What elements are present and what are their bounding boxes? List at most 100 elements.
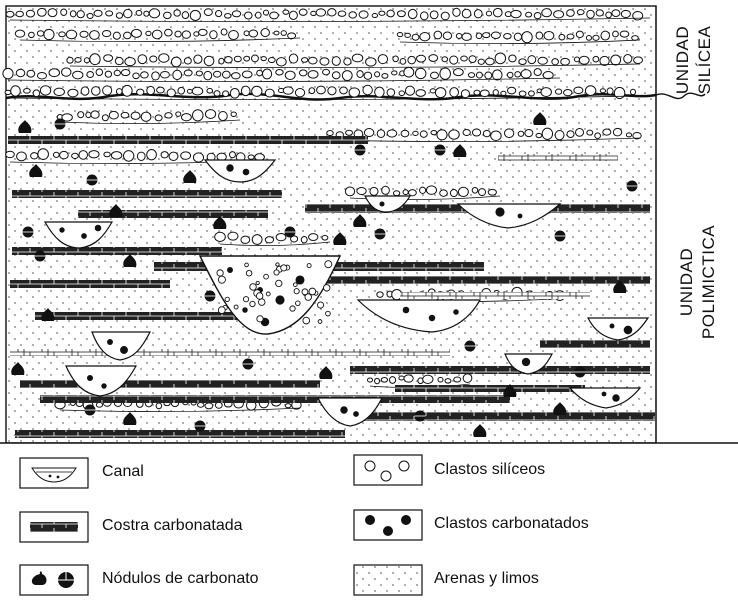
siliceous-clast	[105, 10, 114, 17]
siliceous-clast	[308, 287, 317, 296]
siliceous-clast	[460, 89, 470, 99]
siliceous-clast	[224, 56, 233, 64]
siliceous-clast	[130, 111, 141, 120]
channel	[356, 299, 482, 333]
unit-boundary-tail	[655, 92, 706, 100]
siliceous-clast	[61, 113, 73, 122]
siliceous-clast	[240, 85, 251, 97]
siliceous-clast	[599, 55, 610, 66]
siliceous-clast	[566, 33, 575, 40]
siliceous-clast	[183, 69, 193, 77]
crust-bed	[12, 190, 282, 198]
siliceous-clast	[524, 129, 534, 138]
siliceous-clast	[255, 280, 260, 286]
siliceous-clast	[282, 86, 294, 95]
siliceous-clast	[222, 90, 230, 98]
siliceous-clast	[85, 111, 92, 119]
carbonate-clast	[226, 164, 234, 172]
siliceous-clast	[135, 9, 143, 16]
siliceous-clast	[48, 68, 60, 78]
siliceous-clast	[264, 88, 275, 98]
siliceous-clast	[554, 88, 563, 95]
siliceous-clast	[374, 86, 385, 98]
siliceous-clast	[115, 88, 123, 95]
siliceous-clast	[344, 186, 356, 197]
siliceous-clast	[500, 90, 507, 96]
siliceous-clast	[151, 29, 163, 40]
siliceous-clast	[120, 69, 131, 77]
carbonate-clast	[120, 346, 128, 354]
siliceous-clast	[196, 401, 205, 408]
siliceous-clast	[381, 185, 390, 195]
legend-swatch-carbonatados	[353, 509, 423, 541]
siliceous-clast	[148, 8, 161, 19]
siliceous-clast	[254, 11, 262, 19]
siliceous-clast	[503, 33, 512, 40]
crust-bed	[10, 349, 450, 356]
siliceous-clast	[273, 269, 280, 276]
siliceous-clast	[168, 151, 179, 161]
siliceous-clast	[39, 85, 52, 96]
siliceous-clast	[103, 54, 114, 62]
siliceous-clast	[213, 90, 221, 97]
siliceous-clast	[535, 132, 543, 139]
siliceous-clast	[520, 69, 532, 79]
siliceous-clast	[88, 150, 100, 159]
carbonate-clast	[521, 357, 531, 367]
siliceous-clast	[103, 151, 111, 158]
siliceous-clast	[101, 114, 109, 122]
nodule	[213, 216, 227, 229]
siliceous-clast	[541, 127, 554, 140]
siliceous-clast	[28, 31, 35, 39]
siliceous-clast	[213, 70, 222, 78]
siliceous-clast	[123, 31, 132, 40]
siliceous-clast	[110, 151, 123, 160]
siliceous-clast	[578, 55, 590, 65]
siliceous-clast	[528, 90, 535, 97]
siliceous-clast	[471, 186, 479, 194]
siliceous-clast	[95, 68, 104, 76]
siliceous-clast	[4, 89, 12, 96]
legend-label-carbonatados: Clastos carbonatados	[434, 515, 589, 532]
siliceous-clast	[345, 129, 353, 136]
siliceous-clast	[160, 151, 169, 159]
crust-bed	[10, 280, 170, 288]
crust-bed	[395, 385, 585, 392]
siliceous-clast	[260, 28, 270, 38]
siliceous-clast	[203, 55, 215, 67]
siliceous-clast	[275, 279, 283, 288]
siliceous-clast	[506, 71, 514, 79]
siliceous-clast	[203, 70, 213, 81]
siliceous-clast	[396, 32, 404, 38]
siliceous-clast	[437, 376, 444, 383]
siliceous-clast	[228, 29, 239, 41]
siliceous-clast	[298, 8, 308, 16]
siliceous-clast	[331, 71, 341, 80]
siliceous-clast	[479, 89, 490, 98]
siliceous-clast	[517, 130, 525, 137]
siliceous-clast	[130, 28, 142, 38]
lamination-line	[9, 17, 651, 22]
siliceous-clast	[631, 35, 639, 41]
siliceous-clast	[112, 31, 121, 40]
siliceous-clast	[407, 55, 417, 65]
siliceous-clast	[149, 55, 158, 63]
siliceous-clast	[563, 89, 573, 97]
carbonate-clast	[86, 374, 94, 382]
siliceous-clast	[247, 154, 255, 160]
siliceous-clast	[59, 150, 69, 160]
siliceous-clast	[183, 57, 192, 65]
siliceous-clast	[602, 128, 612, 136]
nodule	[109, 204, 123, 217]
carbonate-clast	[275, 295, 285, 305]
siliceous-clast	[216, 269, 224, 277]
siliceous-clast	[541, 8, 552, 18]
siliceous-clast	[284, 403, 292, 409]
nodule	[353, 214, 367, 227]
lamination-line	[69, 63, 641, 68]
siliceous-clast	[240, 235, 251, 244]
siliceous-clast	[477, 58, 485, 65]
siliceous-clast	[146, 148, 157, 161]
siliceous-clast	[376, 129, 386, 138]
siliceous-clast	[434, 87, 447, 99]
